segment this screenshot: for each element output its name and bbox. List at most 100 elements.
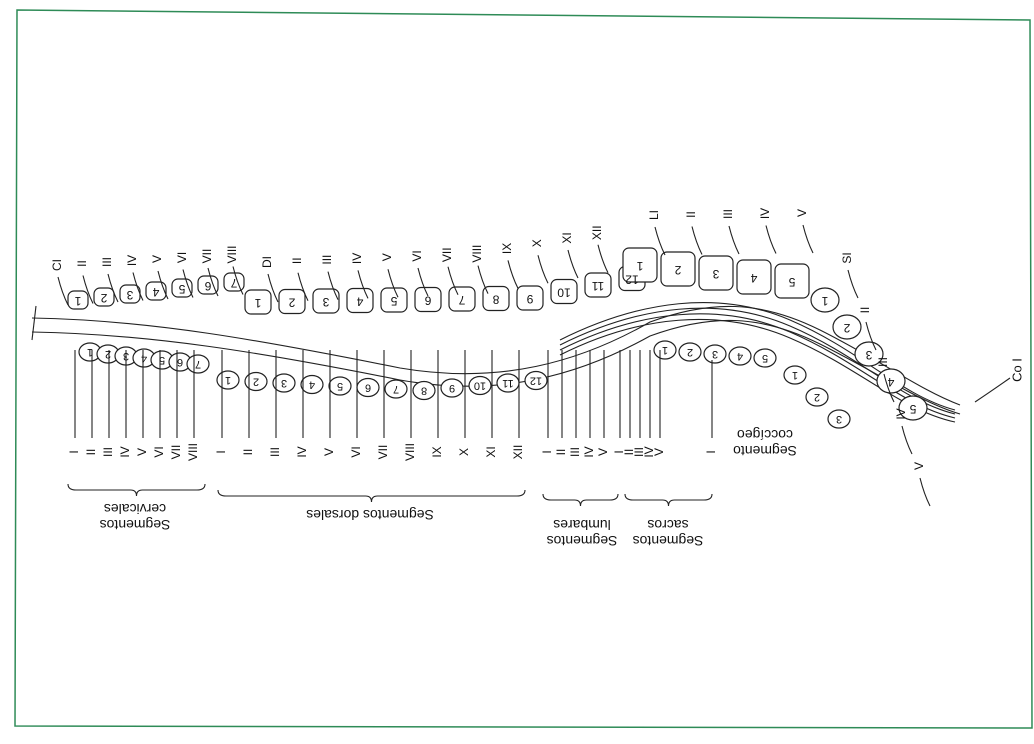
label-lumbar-group: Segmentos lumbares xyxy=(547,517,618,549)
root-label-lumbar-21: II xyxy=(684,211,698,218)
label-cervical-line2: cervicales xyxy=(104,501,166,517)
bottom-roman-cervical-0: I xyxy=(67,450,81,453)
bottom-roman-dorsal-14: VII xyxy=(376,445,390,460)
root-label-lumbar-22: III xyxy=(721,209,735,219)
vertebra-number-dorsal-11: 11 xyxy=(591,279,604,293)
root-label-dorsal-9: II xyxy=(290,257,304,264)
vertebra-number-cervical-5: 5 xyxy=(178,282,185,296)
bottom-roman-dorsal-16: IX xyxy=(430,446,444,457)
root-label-cervical-6: VII xyxy=(200,249,214,264)
bottom-roman-cervical-6: VII xyxy=(169,445,183,460)
vertebra-number-sacral-4: 4 xyxy=(887,375,894,389)
root-line-dorsal-16 xyxy=(508,260,518,288)
segment-number-dorsal-3: 3 xyxy=(281,377,287,389)
root-label-cervical-3: IV xyxy=(125,255,139,266)
root-line-lumbar-21 xyxy=(692,227,702,255)
root-label-lumbar-23: IV xyxy=(758,208,772,219)
vertebra-number-dorsal-4: 4 xyxy=(356,294,363,308)
label-coccygeal-line1: Segmento xyxy=(733,443,797,459)
bottom-roman-cervical-5: VI xyxy=(152,446,166,457)
vertebra-number-dorsal-3: 3 xyxy=(322,295,329,309)
vertebra-number-dorsal-12: 12 xyxy=(625,272,639,286)
vertebra-number-dorsal-7: 7 xyxy=(458,293,465,307)
vertebra-number-sacral-2: 2 xyxy=(843,321,850,335)
bottom-roman-cervical-3: IV xyxy=(118,446,132,457)
root-line-sacral-28 xyxy=(902,426,912,454)
vertebra-number-sacral-1: 1 xyxy=(821,294,828,308)
root-line-dorsal-15 xyxy=(478,266,488,294)
label-cervical-group: Segmentos cervicales xyxy=(100,501,171,533)
root-label-dorsal-16: IX xyxy=(500,243,514,254)
vertebra-number-dorsal-10: 10 xyxy=(557,285,571,299)
bottom-roman-dorsal-17: X xyxy=(457,448,471,456)
bottom-roman-dorsal-8: I xyxy=(214,450,228,453)
segment-number-dorsal-10: 10 xyxy=(474,380,486,392)
segment-number-dorsal-6: 6 xyxy=(365,382,371,394)
label-dorsal-group: Segmentos dorsales xyxy=(306,507,434,523)
label-lumbar-line1: Segmentos xyxy=(547,533,618,549)
root-label-cervical-1: II xyxy=(75,260,89,267)
vertebra-number-lumbar-3: 3 xyxy=(712,267,719,281)
bottom-roman-lumbar-22: III xyxy=(568,447,582,457)
vertebra-number-cervical-7: 7 xyxy=(230,276,237,290)
root-label-dorsal-14: VII xyxy=(440,247,454,262)
root-line-lumbar-22 xyxy=(729,226,739,254)
segment-number-cervical-5: 5 xyxy=(159,354,165,366)
label-sacral-line1: Segmentos xyxy=(633,533,704,549)
root-line-dorsal-18 xyxy=(568,250,578,278)
brace-lumbar xyxy=(543,494,618,506)
vertebra-number-dorsal-1: 1 xyxy=(254,296,261,310)
bottom-roman-dorsal-18: XI xyxy=(484,446,498,457)
vertebra-number-dorsal-9: 9 xyxy=(526,292,533,306)
bottom-roman-dorsal-19: XII xyxy=(511,445,525,460)
bottom-roman-dorsal-15: VIII xyxy=(403,443,417,461)
bottom-roman-lumbar-23: IV xyxy=(582,446,596,457)
bottom-roman-dorsal-12: V xyxy=(322,448,336,456)
bottom-roman-lumbar-20: I xyxy=(540,450,554,453)
vertebra-number-cervical-1: 1 xyxy=(74,294,81,308)
segment-number-cervical-1: 1 xyxy=(87,346,93,358)
segment-number-sacral-3: 3 xyxy=(836,413,842,425)
root-label-sacral-26: II xyxy=(858,307,872,314)
root-label-sacral-25: SI xyxy=(840,252,854,263)
root-label-cervical-7: VIII xyxy=(225,245,239,263)
label-cervical-line1: Segmentos xyxy=(100,517,171,533)
bottom-roman-dorsal-11: IV xyxy=(295,446,309,457)
bottom-roman-dorsal-10: III xyxy=(268,447,282,457)
vertebra-number-lumbar-2: 2 xyxy=(674,263,681,277)
vertebra-number-cervical-6: 6 xyxy=(204,279,211,293)
vertebra-number-dorsal-8: 8 xyxy=(492,292,499,306)
bottom-roman-cervical-4: V xyxy=(135,448,149,456)
vertebra-number-sacral-5: 5 xyxy=(909,402,916,416)
root-label-sacral-29: V xyxy=(912,462,926,470)
bottom-roman-cervical-2: III xyxy=(101,447,115,457)
bottom-roman-lumbar-24: V xyxy=(596,448,610,456)
segment-number-lumbar-3: 3 xyxy=(712,348,718,360)
vertebra-number-sacral-3: 3 xyxy=(865,348,872,362)
label-coccygeal-line2: coccígeo xyxy=(737,427,793,443)
segment-number-dorsal-1: 1 xyxy=(225,374,231,386)
root-label-lumbar-20: LI xyxy=(647,210,661,220)
root-label-dorsal-12: V xyxy=(380,253,394,261)
bottom-roman-coccygeal: I xyxy=(704,450,718,453)
bottom-roman-cervical-1: II xyxy=(84,449,98,456)
segment-number-sacral-1: 1 xyxy=(792,369,798,381)
segment-number-lumbar-5: 5 xyxy=(762,352,768,364)
brace-sacral xyxy=(625,494,712,506)
root-label-dorsal-8: DI xyxy=(260,256,274,268)
root-label-dorsal-13: VI xyxy=(410,250,424,261)
segment-number-dorsal-4: 4 xyxy=(309,379,315,391)
label-sacral-line2: sacros xyxy=(647,517,688,533)
segment-number-dorsal-7: 7 xyxy=(393,383,399,395)
label-dorsal-line1: Segmentos dorsales xyxy=(306,507,434,523)
segment-number-dorsal-2: 2 xyxy=(253,376,259,388)
segment-number-cervical-2: 2 xyxy=(105,348,111,360)
vertebra-number-dorsal-2: 2 xyxy=(288,295,295,309)
root-label-dorsal-15: VIII xyxy=(470,245,484,263)
root-label-dorsal-10: III xyxy=(320,255,334,265)
label-sacral-group: Segmentos sacros xyxy=(633,517,704,549)
root-label-cervical-5: VI xyxy=(175,252,189,263)
segment-number-lumbar-1: 1 xyxy=(662,344,668,356)
